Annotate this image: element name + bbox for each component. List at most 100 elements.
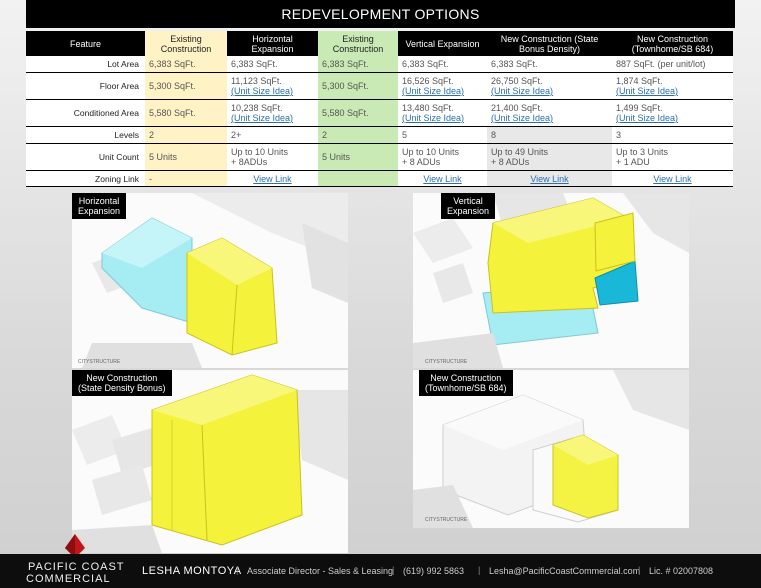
cell-value: 21,400 SqFt. (491, 103, 543, 113)
massing-diagram (82, 193, 348, 368)
panel-new-construction-townhome: New Construction(Townhome/SB 684) CITYST… (413, 370, 689, 528)
separator: | (478, 565, 481, 575)
table-cell: View Link (487, 170, 612, 187)
unit-size-link[interactable]: (Unit Size Idea) (402, 86, 465, 96)
brand-diamond-icon (65, 534, 85, 558)
table-cell: 887 SqFt. (per unit/lot) (612, 56, 733, 73)
agent-role: Associate Director - Sales & Leasing (247, 566, 394, 576)
table-cell: 5,580 SqFt. (145, 99, 227, 127)
table-cell: 16,526 SqFt.(Unit Size Idea) (398, 72, 487, 100)
massing-diagram (413, 370, 689, 528)
agent-email[interactable]: Lesha@PacificCoastCommercial.com (489, 566, 641, 576)
unit-size-link[interactable]: (Unit Size Idea) (616, 86, 679, 96)
table-row: Zoning Link - View Link View Link View L… (26, 170, 733, 187)
panel-new-construction-sdb: New Construction(State Density Bonus) (72, 370, 348, 553)
header-feature: Feature (26, 31, 145, 56)
row-label: Unit Count (26, 143, 145, 171)
table-row: Conditioned Area 5,580 SqFt. 10,238 SqFt… (26, 99, 733, 127)
table-cell: 2 (145, 126, 227, 144)
unit-size-link[interactable]: (Unit Size Idea) (491, 113, 554, 123)
table-cell: 6,383 SqFt. (318, 56, 398, 73)
table-cell: 5,300 SqFt. (318, 72, 398, 100)
brand-name-line2: COMMERCIAL (26, 573, 111, 585)
table-cell: 1,874 SqFt.(Unit Size Idea) (612, 72, 733, 100)
table-cell: 6,383 SqFt. (487, 56, 612, 73)
massing-diagram (413, 193, 689, 368)
table-cell: 1,499 SqFt.(Unit Size Idea) (612, 99, 733, 127)
separator: | (638, 565, 641, 575)
citystructure-logo: CITYSTRUCTURE (78, 359, 121, 365)
cell-value: 11,123 SqFt. (231, 76, 282, 86)
cell-value: 1,874 SqFt. (616, 76, 663, 86)
cell-value: 10,238 SqFt. (231, 103, 283, 113)
cell-value: Up to 49 Units (491, 147, 549, 157)
table-row: Unit Count 5 Units Up to 10 Units+ 8ADUs… (26, 143, 733, 171)
cell-value: 13,480 SqFt. (402, 103, 454, 113)
cell-value: 1,499 SqFt. (616, 103, 663, 113)
cell-subvalue: + 1 ADU (616, 157, 650, 167)
license-number: Lic. # 02007808 (649, 566, 714, 576)
page-title: REDEVELOPMENT OPTIONS (26, 0, 735, 28)
header-horizontal: Horizontal Expansion (227, 31, 318, 56)
cell-value: Up to 3 Units (616, 147, 669, 157)
comparison-table: Feature Existing Construction Horizontal… (26, 31, 733, 187)
citystructure-logo: CITYSTRUCTURE (425, 517, 468, 523)
cell-value: 26,750 SqFt. (491, 76, 543, 86)
table-cell: 6,383 SqFt. (145, 56, 227, 73)
table-row: Floor Area 5,300 SqFt. 11,123 SqFt.(Unit… (26, 72, 733, 100)
table-cell: Up to 49 Units+ 8 ADUs (487, 143, 612, 171)
view-link[interactable]: View Link (653, 173, 692, 184)
table-cell: 5,300 SqFt. (145, 72, 227, 100)
brand-name-line1: PACIFIC COAST (28, 561, 125, 573)
unit-size-link[interactable]: (Unit Size Idea) (402, 113, 465, 123)
table-cell: 5 Units (318, 143, 398, 171)
table-cell: View Link (398, 170, 487, 187)
table-header-row: Feature Existing Construction Horizontal… (26, 31, 733, 56)
cell-subvalue: + 8 ADUs (402, 157, 441, 167)
view-link[interactable]: View Link (530, 173, 569, 184)
row-label: Lot Area (26, 56, 145, 73)
table-cell: 5,580 SqFt. (318, 99, 398, 127)
row-label: Zoning Link (26, 170, 145, 187)
unit-size-link[interactable]: (Unit Size Idea) (231, 86, 294, 96)
table-cell: 6,383 SqFt. (398, 56, 487, 73)
view-link[interactable]: View Link (253, 173, 292, 184)
panel-tag: New Construction(Townhome/SB 684) (419, 370, 513, 396)
table-cell: 13,480 SqFt.(Unit Size Idea) (398, 99, 487, 127)
row-label: Conditioned Area (26, 99, 145, 127)
table-cell: Up to 10 Units+ 8 ADUs (398, 143, 487, 171)
table-cell: View Link (612, 170, 733, 187)
table-cell: 3 (612, 126, 733, 144)
row-label: Floor Area (26, 72, 145, 100)
footer-bar: PACIFIC COAST COMMERCIAL LESHA MONTOYA |… (0, 554, 761, 588)
table-cell: 26,750 SqFt.(Unit Size Idea) (487, 72, 612, 100)
cell-value: 16,526 SqFt. (402, 76, 454, 86)
separator: | (392, 565, 395, 575)
agent-phone[interactable]: (619) 992 5863 (403, 566, 465, 576)
table-row: Lot Area 6,383 SqFt. 6,383 SqFt. 6,383 S… (26, 56, 733, 73)
separator: | (236, 565, 239, 575)
cell-value: Up to 10 Units (402, 147, 460, 157)
table-row: Levels 2 2+ 2 5 8 3 (26, 126, 733, 144)
unit-size-link[interactable]: (Unit Size Idea) (616, 113, 679, 123)
table-cell: 8 (487, 126, 612, 144)
panel-tag: New Construction(State Density Bonus) (72, 370, 172, 396)
citystructure-logo: CITYSTRUCTURE (425, 359, 468, 365)
table-cell: 11,123 SqFt.(Unit Size Idea) (227, 72, 318, 100)
table-cell: - (145, 170, 227, 187)
table-cell: Up to 3 Units+ 1 ADU (612, 143, 733, 171)
table-cell: 21,400 SqFt.(Unit Size Idea) (487, 99, 612, 127)
unit-size-link[interactable]: (Unit Size Idea) (231, 113, 294, 123)
table-cell: 5 Units (145, 143, 227, 171)
row-label: Levels (26, 126, 145, 144)
table-cell: Up to 10 Units+ 8ADUs (227, 143, 318, 171)
header-existing-2: Existing Construction (318, 31, 398, 56)
table-cell (318, 170, 398, 187)
table-cell: 2+ (227, 126, 318, 144)
unit-size-link[interactable]: (Unit Size Idea) (491, 86, 554, 96)
view-link[interactable]: View Link (423, 173, 462, 184)
massing-diagram (72, 374, 348, 553)
table-cell: View Link (227, 170, 318, 187)
